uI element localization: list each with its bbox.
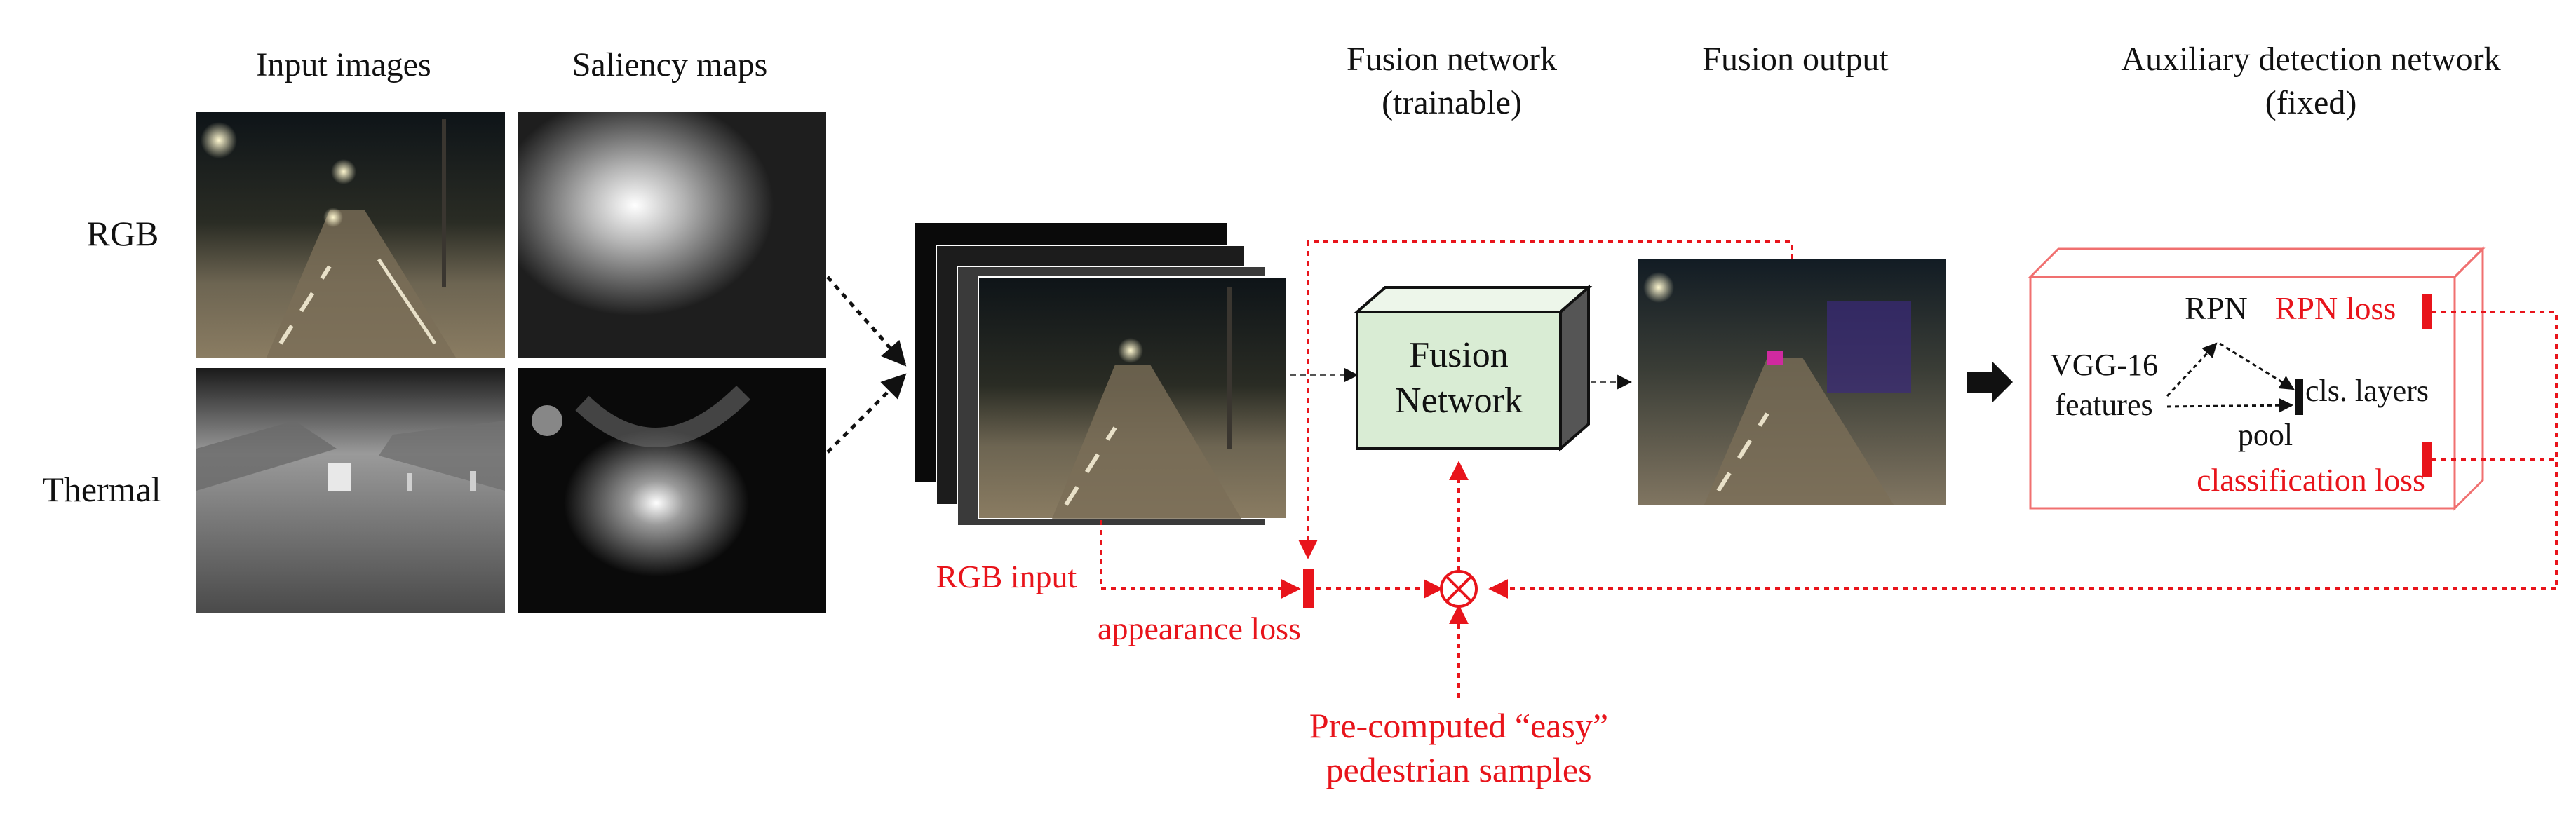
- arrow-rgb-to-stack: [826, 276, 907, 367]
- header-fusion-output: Fusion output: [1702, 41, 1889, 78]
- header-saliency-maps: Saliency maps: [572, 46, 768, 83]
- header-fusion-trainable: (trainable): [1382, 84, 1522, 121]
- rpn-loss-marker: [2422, 294, 2432, 329]
- classification-loss-label: classification loss: [2197, 462, 2425, 498]
- row-label-thermal: Thermal: [42, 470, 161, 509]
- thermal-input-image: [196, 368, 505, 613]
- header-aux-fixed: (fixed): [2265, 84, 2357, 121]
- saliency-map-rgb: [518, 112, 826, 358]
- fusion-box-label-1: Fusion: [1409, 335, 1509, 375]
- arrow-vgg-to-pool: [2166, 397, 2294, 413]
- cls-loss-marker: [2422, 442, 2432, 477]
- vgg-label-1: VGG-16: [2050, 348, 2158, 382]
- cls-layers-label: cls. layers: [2305, 374, 2429, 408]
- header-fusion-network: Fusion network: [1347, 41, 1557, 78]
- loss-feedback-paths: [1100, 240, 2558, 698]
- rgb-input-image: [196, 112, 505, 358]
- fusion-output-image: [1638, 259, 1946, 505]
- fusion-box-label-2: Network: [1395, 381, 1523, 421]
- appearance-loss-label: appearance loss: [1098, 611, 1301, 646]
- samples-label-1: Pre-computed “easy”: [1309, 706, 1608, 745]
- fusion-network-box: [1353, 284, 1593, 452]
- arrow-vgg-to-rpn: [2166, 342, 2218, 397]
- saliency-map-thermal: [518, 368, 826, 613]
- loss-combination-node: [1440, 570, 1478, 608]
- row-label-rgb: RGB: [87, 214, 159, 253]
- stacked-input-layers: [915, 223, 1288, 526]
- samples-label-2: pedestrian samples: [1326, 750, 1591, 789]
- vgg-label-2: features: [2055, 388, 2152, 422]
- pool-label: pool: [2238, 418, 2293, 452]
- auxiliary-detection-box: [2028, 246, 2486, 511]
- cls-layer-bar: [2295, 379, 2303, 415]
- arrow-rpn-to-cls: [2219, 342, 2295, 390]
- rgb-input-label: RGB input: [936, 559, 1077, 594]
- header-aux-detection: Auxiliary detection network: [2121, 41, 2500, 78]
- rpn-label: RPN: [2185, 290, 2247, 326]
- header-input-images: Input images: [256, 46, 431, 83]
- arrow-output-to-detector: [1967, 361, 2013, 403]
- arrow-thermal-to-stack: [826, 373, 907, 454]
- appearance-loss-marker: [1303, 569, 1314, 608]
- rpn-loss-label: RPN loss: [2275, 290, 2396, 326]
